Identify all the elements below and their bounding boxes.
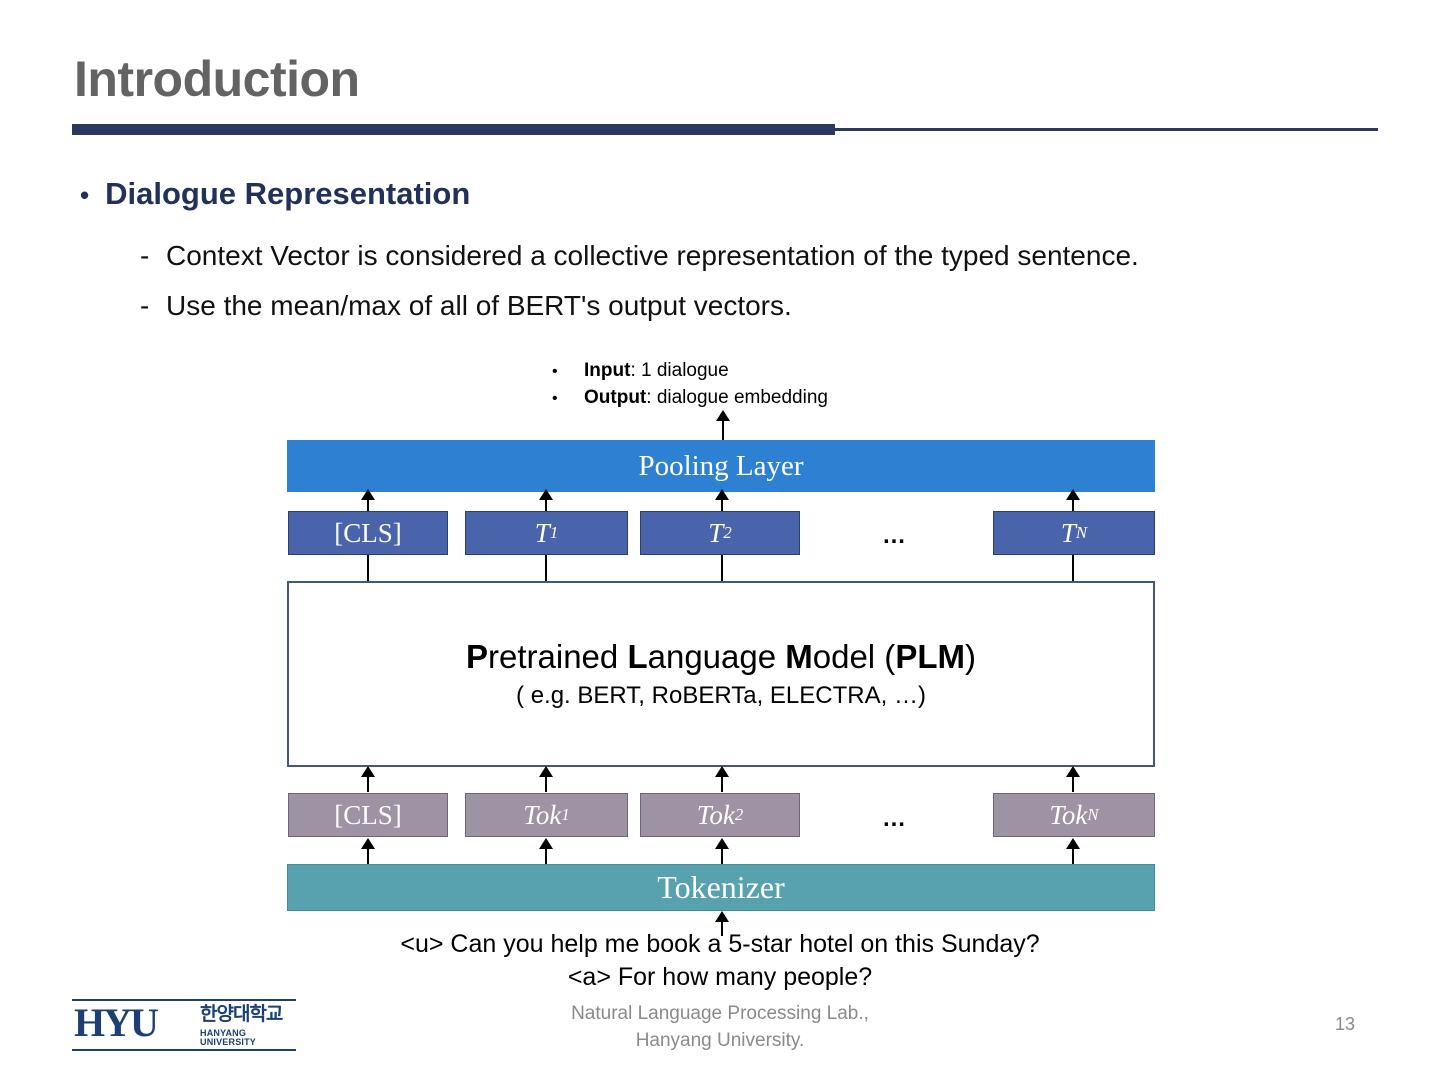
plm-block: Pretrained Language Model (PLM) ( e.g. B… — [287, 581, 1155, 767]
arrow-head-icon — [715, 838, 729, 849]
input-token-tokn-sub: N — [1087, 805, 1099, 824]
bullet-level2-2-label: Use the mean/max of all of BERT's output… — [166, 290, 792, 321]
bullet-dot-icon: • — [552, 363, 558, 380]
io-input-label: Input — [584, 360, 631, 381]
arrow-head-icon — [539, 838, 553, 849]
io-input-value: : 1 dialogue — [630, 360, 729, 381]
output-token-t2-label: T — [708, 517, 724, 548]
output-token-t1-label: T — [534, 517, 550, 548]
arrow-t1-to-pooling — [545, 497, 547, 512]
io-note-output: • Output: dialogue embedding — [552, 385, 828, 412]
dialogue-line-agent: <a> For how many people? — [567, 962, 873, 991]
arrow-head-icon — [539, 766, 553, 777]
output-token-tn-sub: N — [1075, 523, 1088, 542]
dialogue-line-user: <u> Can you help me book a 5-star hotel … — [400, 930, 1040, 958]
arrow-tn-to-pooling — [1072, 497, 1074, 512]
dialogue-sample: <u> Can you help me book a 5-star hotel … — [0, 928, 1440, 993]
dash-marker-icon: - — [140, 240, 150, 271]
arrow-head-icon — [715, 911, 729, 922]
logo-rule-top — [72, 999, 296, 1001]
bullet-level2-2: - Use the mean/max of all of BERT's outp… — [140, 290, 792, 322]
output-token-cls-label: [CLS] — [334, 517, 402, 548]
input-token-cls: [CLS] — [288, 793, 448, 837]
input-token-tok2-sub: 2 — [734, 805, 744, 824]
pooling-layer-block: Pooling Layer — [287, 440, 1155, 492]
hyu-english-name: HANYANG UNIVERSITY — [200, 1028, 257, 1047]
bullet-level1-label: Dialogue Representation — [105, 176, 471, 211]
io-notes: • Input: 1 dialogue • Output: dialogue e… — [552, 358, 828, 412]
plm-subtitle: ( e.g. BERT, RoBERTa, ELECTRA, …) — [516, 682, 926, 709]
hyu-logo: HYU 한양대학교 HANYANG UNIVERSITY — [72, 999, 296, 1051]
arrow-tok1-to-plm — [545, 776, 547, 792]
page-title: Introduction — [74, 51, 360, 107]
arrow-head-icon — [716, 410, 730, 421]
input-token-tok2-label: Tok — [696, 799, 735, 830]
bullet-level2-1-label: Context Vector is considered a collectiv… — [166, 240, 1139, 271]
connector-plm-cls — [367, 555, 369, 581]
arrow-tok2-to-plm — [721, 776, 723, 792]
output-token-tn-label: T — [1060, 517, 1076, 548]
hyu-wordmark: HYU — [74, 1000, 159, 1045]
io-output-label: Output — [584, 386, 647, 408]
arrow-tokn-to-plm — [1072, 776, 1074, 792]
bullet-dot-icon: • — [552, 389, 558, 407]
connector-plm-tn — [1072, 555, 1074, 581]
arrow-tokenizer-to-tok2 — [721, 847, 723, 864]
hyu-korean-name: 한양대학교 — [200, 1004, 283, 1025]
connector-plm-t1 — [545, 555, 547, 581]
arrow-head-icon — [539, 489, 553, 500]
output-token-t1-sub: 1 — [549, 523, 559, 542]
plm-title: Pretrained Language Model (PLM) — [466, 638, 976, 675]
input-token-tok1-label: Tok — [523, 799, 562, 830]
bullet-dot-icon: • — [80, 180, 90, 210]
io-note-input: • Input: 1 dialogue — [552, 358, 828, 385]
divider-thick-bar — [72, 124, 835, 135]
arrow-head-icon — [715, 766, 729, 777]
arrow-head-icon — [361, 838, 375, 849]
bullet-level1: • Dialogue Representation — [80, 176, 470, 212]
title-divider — [72, 124, 1378, 136]
tokenizer-block: Tokenizer — [287, 864, 1155, 911]
arrow-tokcls-to-plm — [367, 776, 369, 792]
footer-lab-affiliation: Natural Language Processing Lab., Hanyan… — [0, 1001, 1440, 1054]
footer-lab-line2: Hanyang University. — [635, 1029, 805, 1051]
output-token-cls: [CLS] — [288, 511, 448, 555]
arrow-tokenizer-to-tok1 — [545, 847, 547, 864]
input-token-tok1-sub: 1 — [561, 805, 570, 824]
arrow-head-icon — [715, 489, 729, 500]
arrow-head-icon — [1066, 766, 1080, 777]
connector-plm-t2 — [721, 555, 723, 581]
input-token-cls-label: [CLS] — [334, 799, 402, 830]
output-tokens-ellipsis: … — [882, 522, 907, 549]
input-tokens-ellipsis: … — [882, 805, 907, 832]
arrow-head-icon — [361, 766, 375, 777]
logo-rule-bottom — [72, 1049, 296, 1051]
page-number: 13 — [1335, 1014, 1356, 1034]
arrow-head-icon — [361, 489, 375, 500]
arrow-tokenizer-to-cls — [367, 847, 369, 864]
output-token-t2-sub: 2 — [723, 523, 732, 542]
footer-lab-line1: Natural Language Processing Lab., — [571, 1003, 869, 1024]
arrow-pooling-to-output — [722, 418, 724, 442]
arrow-tokenizer-to-tokn — [1072, 847, 1074, 864]
input-token-tokn-label: Tok — [1049, 799, 1088, 830]
arrow-t2-to-pooling — [721, 497, 723, 512]
arrow-head-icon — [1066, 489, 1080, 500]
pooling-layer-label: Pooling Layer — [638, 449, 804, 482]
io-output-value: : dialogue embedding — [646, 386, 828, 408]
bullet-level2-1: - Context Vector is considered a collect… — [140, 240, 1139, 272]
arrow-head-icon — [1066, 838, 1080, 849]
arrow-cls-to-pooling — [367, 497, 369, 512]
dash-marker-icon: - — [140, 290, 150, 321]
arrow-dialogue-to-tokenizer — [721, 919, 723, 936]
tokenizer-label: Tokenizer — [657, 869, 785, 905]
